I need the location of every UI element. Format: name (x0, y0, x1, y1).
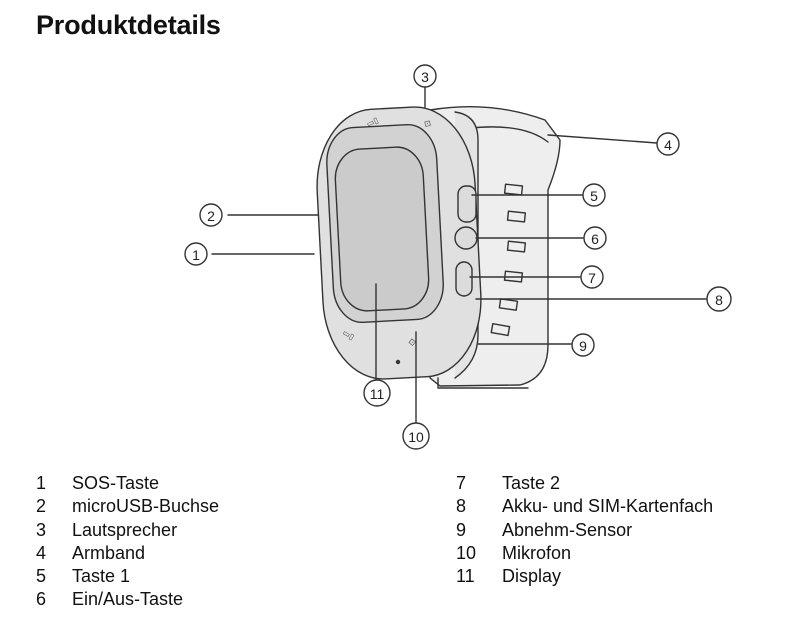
legend-label: microUSB-Buchse (72, 496, 220, 517)
svg-text:⊡: ⊡ (407, 337, 418, 348)
page-title: Produktdetails (36, 10, 221, 40)
callout-circle-9 (571, 333, 595, 357)
strap-slot (506, 210, 527, 223)
legend-label: Akku- und SIM-Kartenfach (502, 496, 714, 517)
legend-label: Taste 1 (72, 566, 131, 587)
callout-label-9: 9 (579, 338, 587, 354)
svg-text:⊡: ⊡ (423, 119, 432, 129)
legend-left: 1 SOS-Taste 2 microUSB-Buchse 3 Lautspre… (36, 472, 219, 612)
legend-label: Lautsprecher (72, 519, 178, 540)
legend-item: 1 SOS-Taste (36, 472, 219, 495)
callout-circle-3 (413, 64, 437, 88)
legend-label: Display (502, 566, 562, 587)
legend-number: 9 (456, 519, 467, 540)
legend-label: Armband (72, 542, 146, 563)
legend-item: 3 Lautsprecher (36, 519, 219, 542)
legend-number: 6 (36, 589, 47, 610)
legend-item: 6 Ein/Aus-Taste (36, 588, 219, 611)
legend-item: 11 Display (456, 565, 713, 588)
legend-item: 8 Akku- und SIM-Kartenfach (456, 495, 713, 518)
strap-slot (498, 298, 519, 311)
smartwatch-diagram: ▭▯ ⊡ ▭▯ ⊡ 3 4 2 1 5 6 7 (184, 64, 732, 450)
legend-label: Taste 2 (502, 473, 561, 493)
legend-right: 7 Taste 2 8 Akku- und SIM-Kartenfach 9 A… (456, 472, 713, 588)
callout-label-3: 3 (421, 69, 429, 85)
callout-circle-7 (580, 265, 604, 289)
button-1 (457, 185, 477, 223)
legend-item: 2 microUSB-Buchse (36, 495, 219, 518)
legend-number: 10 (456, 542, 477, 563)
legend-item: 5 Taste 1 (36, 565, 219, 588)
legend-label: Ein/Aus-Taste (72, 589, 184, 610)
legend-number: 2 (36, 496, 47, 517)
callout-label-2: 2 (207, 208, 215, 224)
callout-label-5: 5 (590, 188, 598, 204)
legend-number: 1 (36, 473, 47, 493)
legend-label: Abnehm-Sensor (502, 519, 633, 540)
strap-slot (503, 183, 524, 196)
callout-circle-11 (363, 379, 391, 407)
callout-label-4: 4 (664, 137, 672, 153)
callout-circle-8 (706, 286, 732, 312)
power-button (454, 226, 478, 250)
legend-item: 9 Abnehm-Sensor (456, 519, 713, 542)
callout-circle-5 (582, 183, 606, 207)
legend-label: SOS-Taste (72, 473, 160, 493)
legend-item: 4 Armband (36, 542, 219, 565)
legend-number: 3 (36, 519, 47, 540)
callout-circle-10 (402, 422, 430, 450)
legend-label: Mikrofon (502, 542, 572, 563)
legend-number: 5 (36, 566, 47, 587)
callout-label-10: 10 (408, 429, 424, 445)
legend-number: 8 (456, 496, 467, 517)
callout-label-7: 7 (588, 270, 596, 286)
callout-label-1: 1 (192, 247, 200, 263)
strap-slot (506, 240, 527, 253)
leader-line-4 (547, 134, 658, 144)
watch-display (334, 146, 430, 312)
callout-circle-6 (583, 226, 607, 250)
callout-circle-2 (199, 203, 223, 227)
callout-circle-4 (656, 132, 680, 156)
callout-circle-1 (184, 242, 208, 266)
legend-item: 7 Taste 2 (456, 472, 713, 495)
callout-label-6: 6 (591, 231, 599, 247)
callout-label-11: 11 (370, 386, 385, 402)
callout-label-8: 8 (715, 292, 723, 308)
legend-number: 7 (456, 473, 467, 493)
button-2 (455, 261, 473, 297)
strap-slot (490, 322, 511, 337)
legend-number: 11 (456, 566, 475, 587)
legend-number: 4 (36, 542, 47, 563)
legend-item: 10 Mikrofon (456, 542, 713, 565)
